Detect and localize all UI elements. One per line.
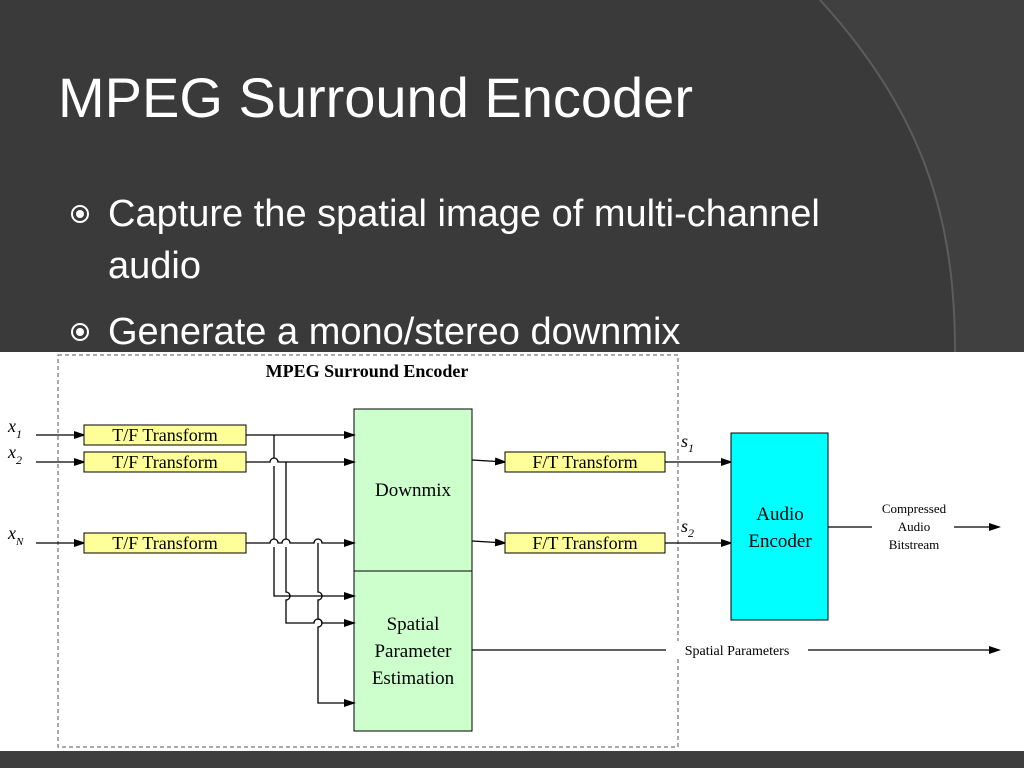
bullet-text: Capture the spatial image of multi-chann… [108,193,820,287]
bottom-strip [0,751,1024,768]
tf-to-downmix-arrow [246,538,356,547]
circled-dot-bullet-icon [71,323,89,341]
downmix-to-ft-arrow [471,457,507,466]
tf-to-estimation-arrow [273,435,354,596]
ft-transform-label: F/T Transform [532,533,637,553]
ft-transform-label: F/T Transform [532,452,637,472]
input-base: x [7,523,16,543]
spatial-estimation-line: Spatial [387,614,440,635]
compressed-bitstream-line: Compressed [882,501,947,516]
input-subscript: 1 [16,427,22,441]
circled-dot-bullet-icon [71,205,89,223]
tf-to-estimation-arrow [317,543,356,707]
encoder-boundary [57,354,679,748]
tf-transform-block: T/F Transform [83,424,247,446]
signal-label-s2: s2 [681,516,694,540]
tf-transform-label: T/F Transform [112,425,218,445]
tf-transform-block: T/F Transform [83,532,247,554]
compressed-bitstream-label-background [872,500,954,552]
bullet-text: Generate a mono/stereo downmix [108,311,681,353]
downmix-block: Downmix [353,408,473,572]
spatial-parameters-label-background [666,641,808,659]
diagram-canvas: MPEG Surround Encoder x1 x2 xN T/F Trans… [7,354,1001,748]
tf-transform-label: T/F Transform [112,533,218,553]
audio-encoder-line: Encoder [748,531,812,552]
input-base: x [7,416,16,436]
signal-subscript: 1 [688,441,694,455]
tf-transform-block: T/F Transform [83,451,247,473]
signal-label-s1: s1 [681,431,694,455]
tf-to-downmix-arrow [246,457,356,466]
bullet-list: Capture the spatial image of multi-chann… [0,0,1024,360]
signal-base: s [681,516,688,536]
input-label-xn: xN [7,523,24,548]
input-subscript: N [15,536,24,548]
spatial-parameters-label: Spatial Parameters [685,644,790,659]
tf-transform-label: T/F Transform [112,452,218,472]
decorative-arc [819,0,956,353]
audio-encoder-line: Audio [756,504,804,525]
input-label-x2: x2 [7,442,22,467]
slide-title: MPEG Surround Encoder [58,66,693,129]
downmix-label: Downmix [375,480,452,501]
audio-encoder-block: Audio Encoder [730,432,829,621]
spatial-estimation-line: Estimation [372,668,455,689]
ft-transform-block: F/T Transform [504,532,666,554]
ft-transform-block: F/T Transform [504,451,666,473]
input-subscript: 2 [16,453,22,467]
compressed-bitstream-line: Audio [898,519,931,534]
compressed-bitstream-line: Bitstream [889,537,940,552]
frame-title: MPEG Surround Encoder [266,361,469,381]
spatial-parameter-estimation-block: Spatial Parameter Estimation [353,570,473,732]
downmix-to-ft-arrow [471,538,507,547]
signal-base: s [681,431,688,451]
spatial-estimation-line: Parameter [374,641,452,662]
input-label-x1: x1 [7,416,22,441]
signal-subscript: 2 [688,526,694,540]
encoder-diagram: MPEG Surround Encoder x1 x2 xN T/F Trans… [0,352,1024,751]
input-base: x [7,442,16,462]
